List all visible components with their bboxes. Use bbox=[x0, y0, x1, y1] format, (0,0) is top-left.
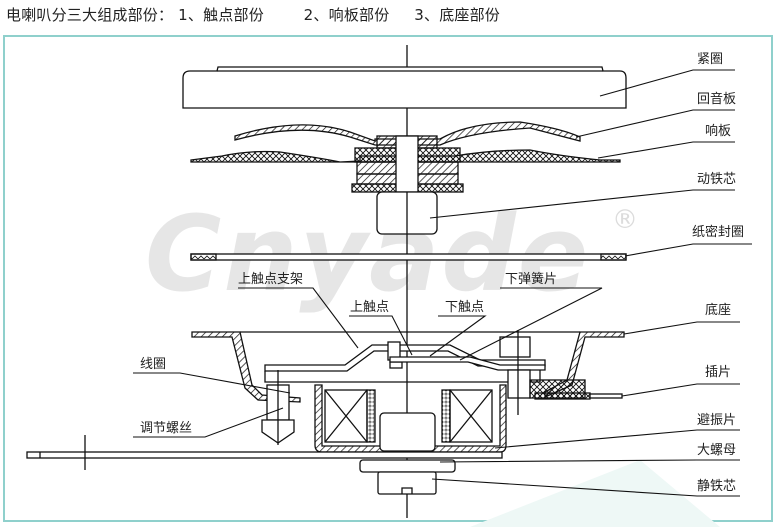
label-coil: 线圈 bbox=[140, 357, 166, 372]
title-part-2: 2、响板部份 bbox=[303, 6, 390, 24]
coil-housing bbox=[314, 384, 507, 453]
terminal-tab bbox=[534, 392, 623, 400]
label-lower-spring-leaf: 下弹簧片 bbox=[505, 271, 557, 287]
label-moving-core: 动铁芯 bbox=[697, 172, 736, 187]
tight-ring bbox=[182, 66, 627, 109]
label-upper-contact-bracket: 上触点支架 bbox=[238, 272, 303, 287]
adjust-screw bbox=[261, 370, 295, 445]
title-part-1: 1、触点部份 bbox=[178, 6, 264, 24]
label-damping-plate: 避振片 bbox=[697, 413, 736, 428]
title-part-3: 3、底座部份 bbox=[414, 6, 501, 24]
label-paper-seal-ring: 纸密封圈 bbox=[692, 224, 744, 240]
label-adjust-screw: 调节螺丝 bbox=[140, 421, 192, 436]
label-lower-contact: 下触点 bbox=[445, 300, 484, 315]
label-terminal-tab: 插片 bbox=[705, 365, 731, 380]
watermark-registered-mark: ® bbox=[612, 205, 638, 235]
diagram-title: 电喇叭分三大组成部份： 1、触点部份 2、响板部份 3、底座部份 bbox=[6, 4, 500, 25]
leader-lines bbox=[133, 69, 752, 497]
label-tight-ring: 紧圈 bbox=[697, 52, 723, 67]
label-upper-contact: 上触点 bbox=[350, 300, 389, 315]
paper-seal-ring bbox=[190, 253, 627, 261]
lower-spring-leaf bbox=[389, 356, 546, 371]
damping-plate bbox=[26, 451, 503, 459]
static-core bbox=[379, 412, 436, 452]
armature-stack bbox=[351, 135, 464, 193]
label-big-nut: 大螺母 bbox=[697, 443, 736, 458]
label-base: 底座 bbox=[705, 302, 731, 318]
label-static-core: 静铁芯 bbox=[697, 479, 736, 494]
echo-plate bbox=[234, 121, 581, 146]
static-core-bottom bbox=[377, 471, 437, 495]
background-shading bbox=[470, 460, 720, 527]
title-prefix: 电喇叭分三大组成部份： bbox=[6, 6, 174, 24]
label-echo-plate: 回音板 bbox=[697, 91, 736, 107]
label-diaphragm: 响板 bbox=[705, 123, 731, 139]
